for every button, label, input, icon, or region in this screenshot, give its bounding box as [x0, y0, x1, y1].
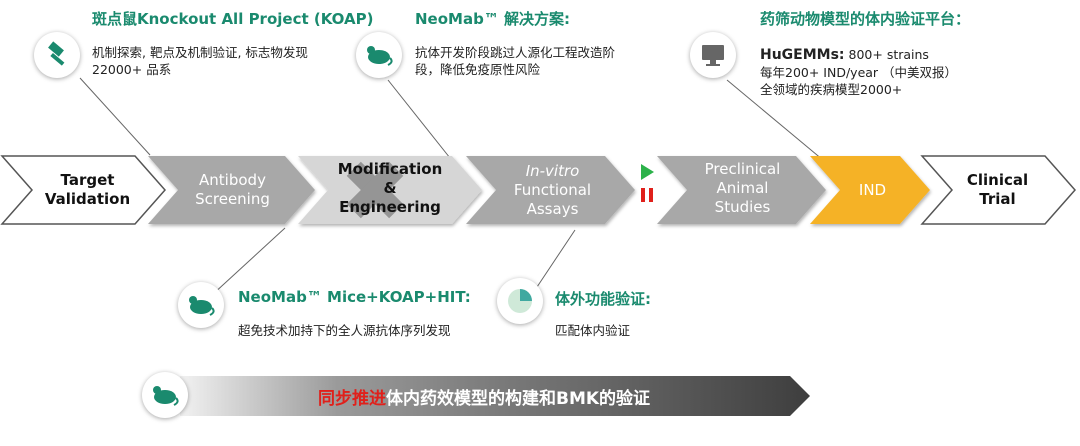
- invitro-desc: 匹配体内验证: [555, 323, 631, 338]
- stage-label-target: Target Validation: [30, 156, 145, 224]
- pause-icon-bar: [649, 188, 653, 202]
- stage-chevron-ind: [810, 156, 930, 224]
- stage-label-line: Animal: [716, 178, 769, 197]
- stage-label-line: Target: [60, 171, 115, 189]
- stage-chevron-invitro: [466, 156, 635, 224]
- banner-rest: 体内药效模型的构建和BMK的验证: [386, 389, 651, 409]
- stage-label-line: Screening: [195, 190, 270, 208]
- neomab-desc-line: 段，降低免疫原性风险: [415, 62, 541, 77]
- stage-chevron-antibody: [148, 156, 315, 224]
- mouse-icon: [153, 386, 179, 406]
- banner-text: 同步推进体内药效模型的构建和BMK的验证: [318, 384, 650, 409]
- mouse-icon: [367, 46, 393, 66]
- stage-label-clinical: Clinical Trial: [945, 156, 1050, 224]
- process-chevrons: [0, 155, 1077, 225]
- invitro-title: 体外功能验证:: [555, 290, 651, 308]
- mouse-icon: [189, 296, 215, 316]
- monitor-icon: [702, 45, 724, 66]
- stage-label-preclinical: Preclinical Animal Studies: [680, 154, 805, 222]
- banner-icon-circle: [142, 372, 188, 418]
- play-icon: [641, 164, 654, 180]
- stage-label-line: &: [383, 178, 397, 197]
- hugemms-desc-line: 每年200+ IND/year （中美双报）: [760, 65, 958, 80]
- hugemms-title: 药筛动物模型的体内验证平台：: [760, 10, 971, 28]
- stage-label-line: Studies: [714, 197, 771, 216]
- hugemms-icon-circle: [690, 32, 736, 78]
- koap-desc: 机制探索, 靶点及机制验证, 标志物发现 22000+ 品系: [92, 44, 308, 78]
- banner-arrow: [180, 376, 810, 416]
- connector-line-neomab: [387, 79, 451, 159]
- stage-label-line: Assays: [526, 199, 579, 218]
- pie-chart-icon: [508, 289, 532, 313]
- koap-title: 斑点鼠Knockout All Project (KOAP): [92, 10, 374, 28]
- neomab-desc: 抗体开发阶段跳过人源化工程改造阶 段，降低免疫原性风险: [415, 44, 615, 78]
- neomab-icon-circle: [356, 32, 402, 78]
- stage-label-antibody: Antibody Screening: [175, 156, 290, 224]
- neomab-desc-line: 抗体开发阶段跳过人源化工程改造阶: [415, 45, 616, 60]
- stage-label-line: Validation: [44, 190, 131, 208]
- cross-icon: [346, 161, 404, 219]
- stage-label-ind: IND: [835, 156, 910, 224]
- neomab-mice-desc: 超免技术加持下的全人源抗体序列发现: [238, 323, 451, 338]
- hugemms-desc: HuGEMMs: 800+ strains 每年200+ IND/year （中…: [760, 46, 957, 98]
- stage-label-line: IND: [858, 180, 887, 199]
- stage-label-invitro: In-vitro Functional Assays: [490, 156, 615, 224]
- stage-label-line: Modification: [337, 159, 443, 178]
- connector-line-koap: [79, 77, 151, 156]
- hugemms-desc-line: 全领域的疾病模型2000+: [760, 82, 903, 97]
- stage-chevron-preclinical: [657, 156, 826, 224]
- hammer-icon: [48, 41, 65, 66]
- stage-label-line: Antibody: [199, 171, 266, 189]
- connector-line-neomab-mice: [211, 227, 286, 296]
- stage-label-line: Preclinical: [704, 159, 781, 178]
- koap-desc-line: 机制探索, 靶点及机制验证, 标志物发现: [92, 45, 308, 60]
- pause-icon-bar: [641, 188, 645, 202]
- neomab-title: NeoMab™ 解决方案:: [415, 10, 571, 28]
- neomab-mice-icon-circle: [178, 282, 224, 328]
- neomab-mice-title: NeoMab™ Mice+KOAP+HIT:: [238, 288, 471, 306]
- hugemms-line1: HuGEMMs: 800+ strains: [760, 46, 957, 64]
- stage-chevron-target: [0, 155, 167, 225]
- koap-icon-circle: [34, 32, 80, 78]
- stage-label-line: Functional: [513, 180, 592, 199]
- stage-label-line: Engineering: [339, 197, 441, 216]
- banner-highlight: 同步推进: [318, 389, 386, 409]
- koap-desc-line: 22000+ 品系: [92, 62, 172, 77]
- stage-label-line: Trial: [979, 190, 1016, 208]
- stage-label-line: In-vitro: [525, 161, 580, 180]
- stage-label-line: Clinical: [966, 171, 1029, 189]
- invitro-icon-circle: [497, 278, 543, 324]
- stage-chevron-clinical: [920, 155, 1077, 225]
- stage-chevron-modification: [298, 156, 482, 224]
- stage-label-modification: Modification & Engineering: [320, 154, 460, 222]
- hugemms-line1-rest: 800+ strains: [844, 47, 929, 62]
- connector-line-invitro: [534, 229, 576, 291]
- hugemms-strong: HuGEMMs:: [760, 47, 845, 63]
- connector-line-hugemms: [726, 79, 836, 171]
